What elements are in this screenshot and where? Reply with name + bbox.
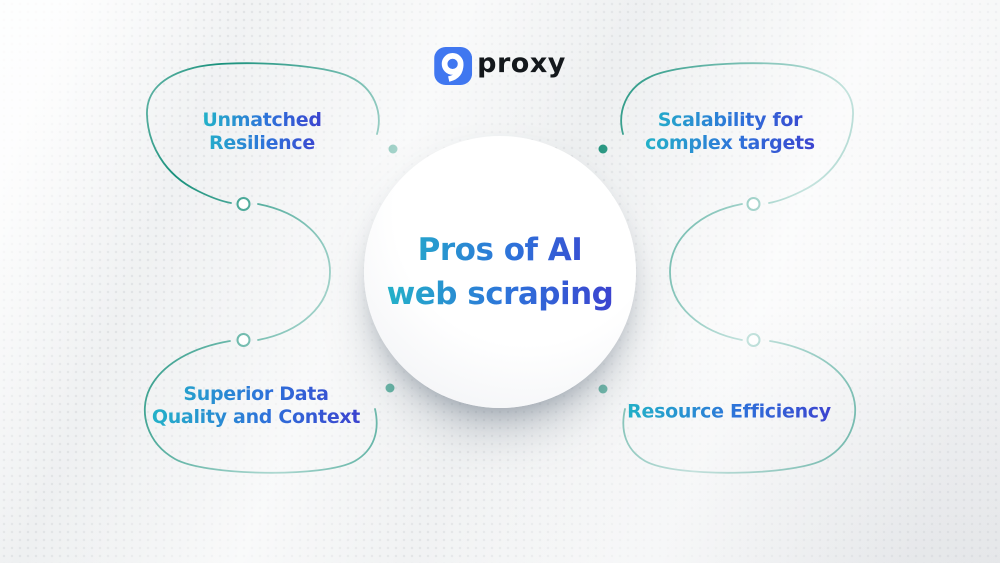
connector-right-group bbox=[598, 62, 857, 474]
pro-item-data-quality: Superior Data Quality and Context bbox=[151, 382, 361, 428]
loop-top-left bbox=[146, 62, 380, 204]
curve-mid-right bbox=[669, 203, 743, 341]
pro-item-unmatched-resilience: Unmatched Resilience bbox=[202, 108, 322, 154]
loop-bottom-right bbox=[622, 340, 857, 474]
connector-left-group bbox=[143, 62, 398, 474]
curve-mid-left bbox=[257, 203, 331, 341]
end-dot bbox=[598, 384, 608, 394]
brand-logo: proxy bbox=[434, 47, 566, 85]
main-title: Pros of AI web scraping bbox=[387, 228, 614, 316]
junction-ring bbox=[746, 197, 761, 211]
junction-ring bbox=[746, 333, 761, 347]
end-dot bbox=[388, 144, 398, 154]
9proxy-logo-icon bbox=[434, 47, 473, 85]
end-dot bbox=[598, 144, 608, 154]
loop-bottom-left bbox=[143, 340, 378, 474]
loop-top-right bbox=[620, 62, 854, 204]
end-dot bbox=[385, 383, 395, 393]
center-circle: Pros of AI web scraping bbox=[364, 136, 636, 408]
pro-item-resource-efficiency: Resource Efficiency bbox=[627, 400, 831, 423]
pro-item-scalability: Scalability for complex targets bbox=[645, 108, 815, 154]
junction-ring bbox=[236, 333, 251, 347]
brand-name: proxy bbox=[477, 47, 566, 79]
junction-ring bbox=[236, 197, 251, 211]
